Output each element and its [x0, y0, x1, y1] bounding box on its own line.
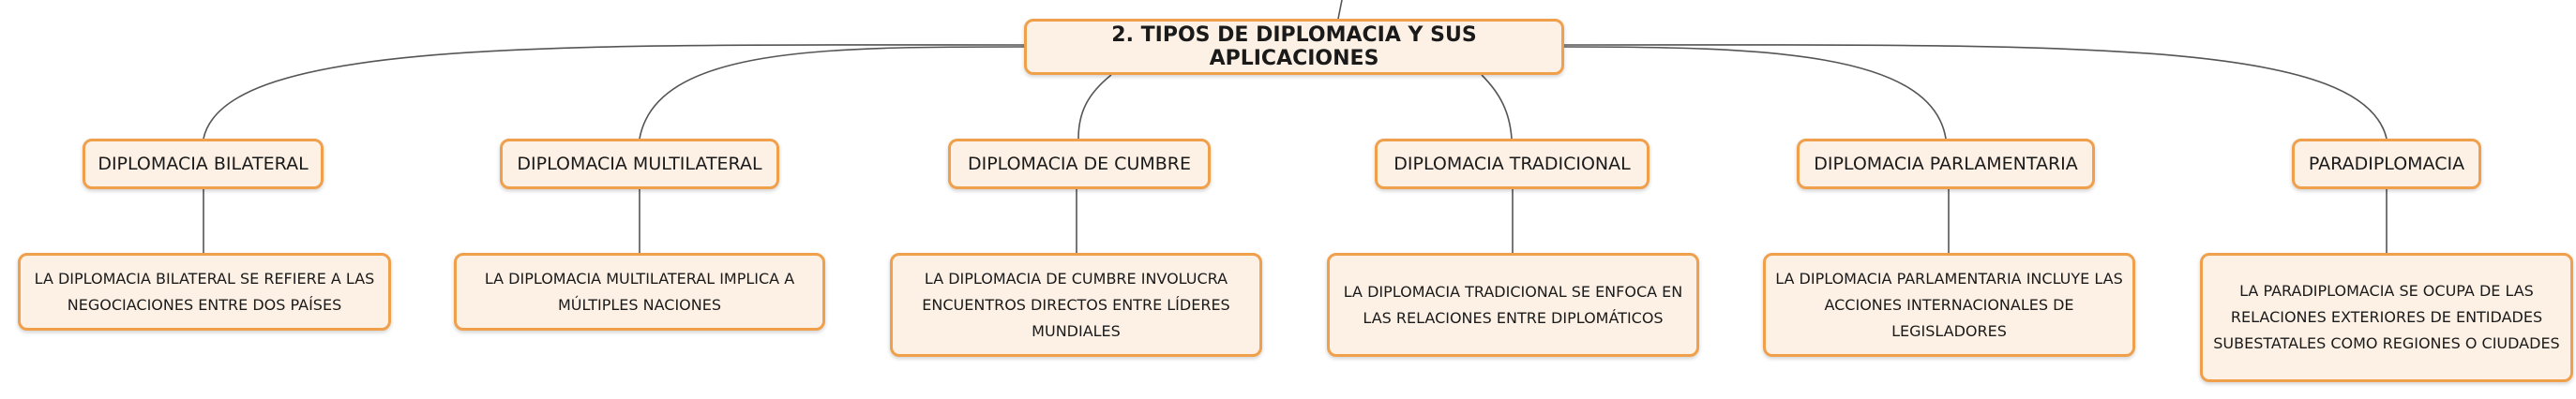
topic-diplomacia-multilateral[interactable]: DIPLOMACIA MULTILATERAL: [500, 139, 779, 189]
topic-label: DIPLOMACIA MULTILATERAL: [517, 154, 762, 174]
root-topic[interactable]: 2. TIPOS DE DIPLOMACIA Y SUS APLICACIONE…: [1024, 19, 1564, 75]
subtopic-diplomacia-multilateral-detail[interactable]: LA DIPLOMACIA MULTILATERAL IMPLICA A MÚL…: [454, 253, 825, 331]
subtopic-diplomacia-bilateral-detail[interactable]: LA DIPLOMACIA BILATERAL SE REFIERE A LAS…: [18, 253, 391, 331]
connector-root-to-diplomacia-parlamentaria: [1563, 46, 1947, 140]
topic-label: DIPLOMACIA BILATERAL: [98, 154, 309, 174]
subtopic-diplomacia-tradicional-detail[interactable]: LA DIPLOMACIA TRADICIONAL SE ENFOCA EN L…: [1327, 253, 1699, 357]
topic-diplomacia-parlamentaria[interactable]: DIPLOMACIA PARLAMENTARIA: [1797, 139, 2095, 189]
subtopic-text: LA DIPLOMACIA MULTILATERAL IMPLICA A MÚL…: [484, 269, 795, 314]
topic-label: DIPLOMACIA PARLAMENTARIA: [1814, 154, 2078, 174]
subtopic-diplomacia-parlamentaria-detail[interactable]: LA DIPLOMACIA PARLAMENTARIA INCLUYE LAS …: [1763, 253, 2135, 357]
subtopic-text: LA DIPLOMACIA DE CUMBRE INVOLUCRA ENCUEN…: [922, 269, 1230, 340]
subtopic-text: LA DIPLOMACIA BILATERAL SE REFIERE A LAS…: [34, 269, 375, 314]
topic-label: DIPLOMACIA TRADICIONAL: [1393, 154, 1631, 174]
topic-label: PARADIPLOMACIA: [2308, 154, 2465, 174]
subtopic-diplomacia-de-cumbre-detail[interactable]: LA DIPLOMACIA DE CUMBRE INVOLUCRA ENCUEN…: [890, 253, 1262, 357]
connector-root-to-diplomacia-multilateral: [639, 46, 1025, 140]
subtopic-text: LA DIPLOMACIA PARLAMENTARIA INCLUYE LAS …: [1775, 269, 2123, 340]
topic-label: DIPLOMACIA DE CUMBRE: [967, 154, 1191, 174]
root-topic-label: 2. TIPOS DE DIPLOMACIA Y SUS APLICACIONE…: [1111, 23, 1477, 70]
topic-paradiplomacia[interactable]: PARADIPLOMACIA: [2292, 139, 2481, 189]
connector-root-to-diplomacia-tradicional: [1481, 74, 1513, 140]
connector-root-to-diplomacia-bilateral: [203, 44, 1025, 140]
connector-root-to-paradiplomacia: [1563, 44, 2388, 140]
subtopic-text: LA DIPLOMACIA TRADICIONAL SE ENFOCA EN L…: [1343, 282, 1683, 327]
topic-diplomacia-bilateral[interactable]: DIPLOMACIA BILATERAL: [83, 139, 324, 189]
connector-parent-to-root: [1337, 0, 1343, 20]
subtopic-text: LA PARADIPLOMACIA SE OCUPA DE LAS RELACI…: [2213, 282, 2560, 352]
connector-root-to-diplomacia-de-cumbre: [1077, 74, 1112, 140]
topic-diplomacia-de-cumbre[interactable]: DIPLOMACIA DE CUMBRE: [948, 139, 1211, 189]
subtopic-paradiplomacia-detail[interactable]: LA PARADIPLOMACIA SE OCUPA DE LAS RELACI…: [2200, 253, 2573, 382]
topic-diplomacia-tradicional[interactable]: DIPLOMACIA TRADICIONAL: [1375, 139, 1650, 189]
